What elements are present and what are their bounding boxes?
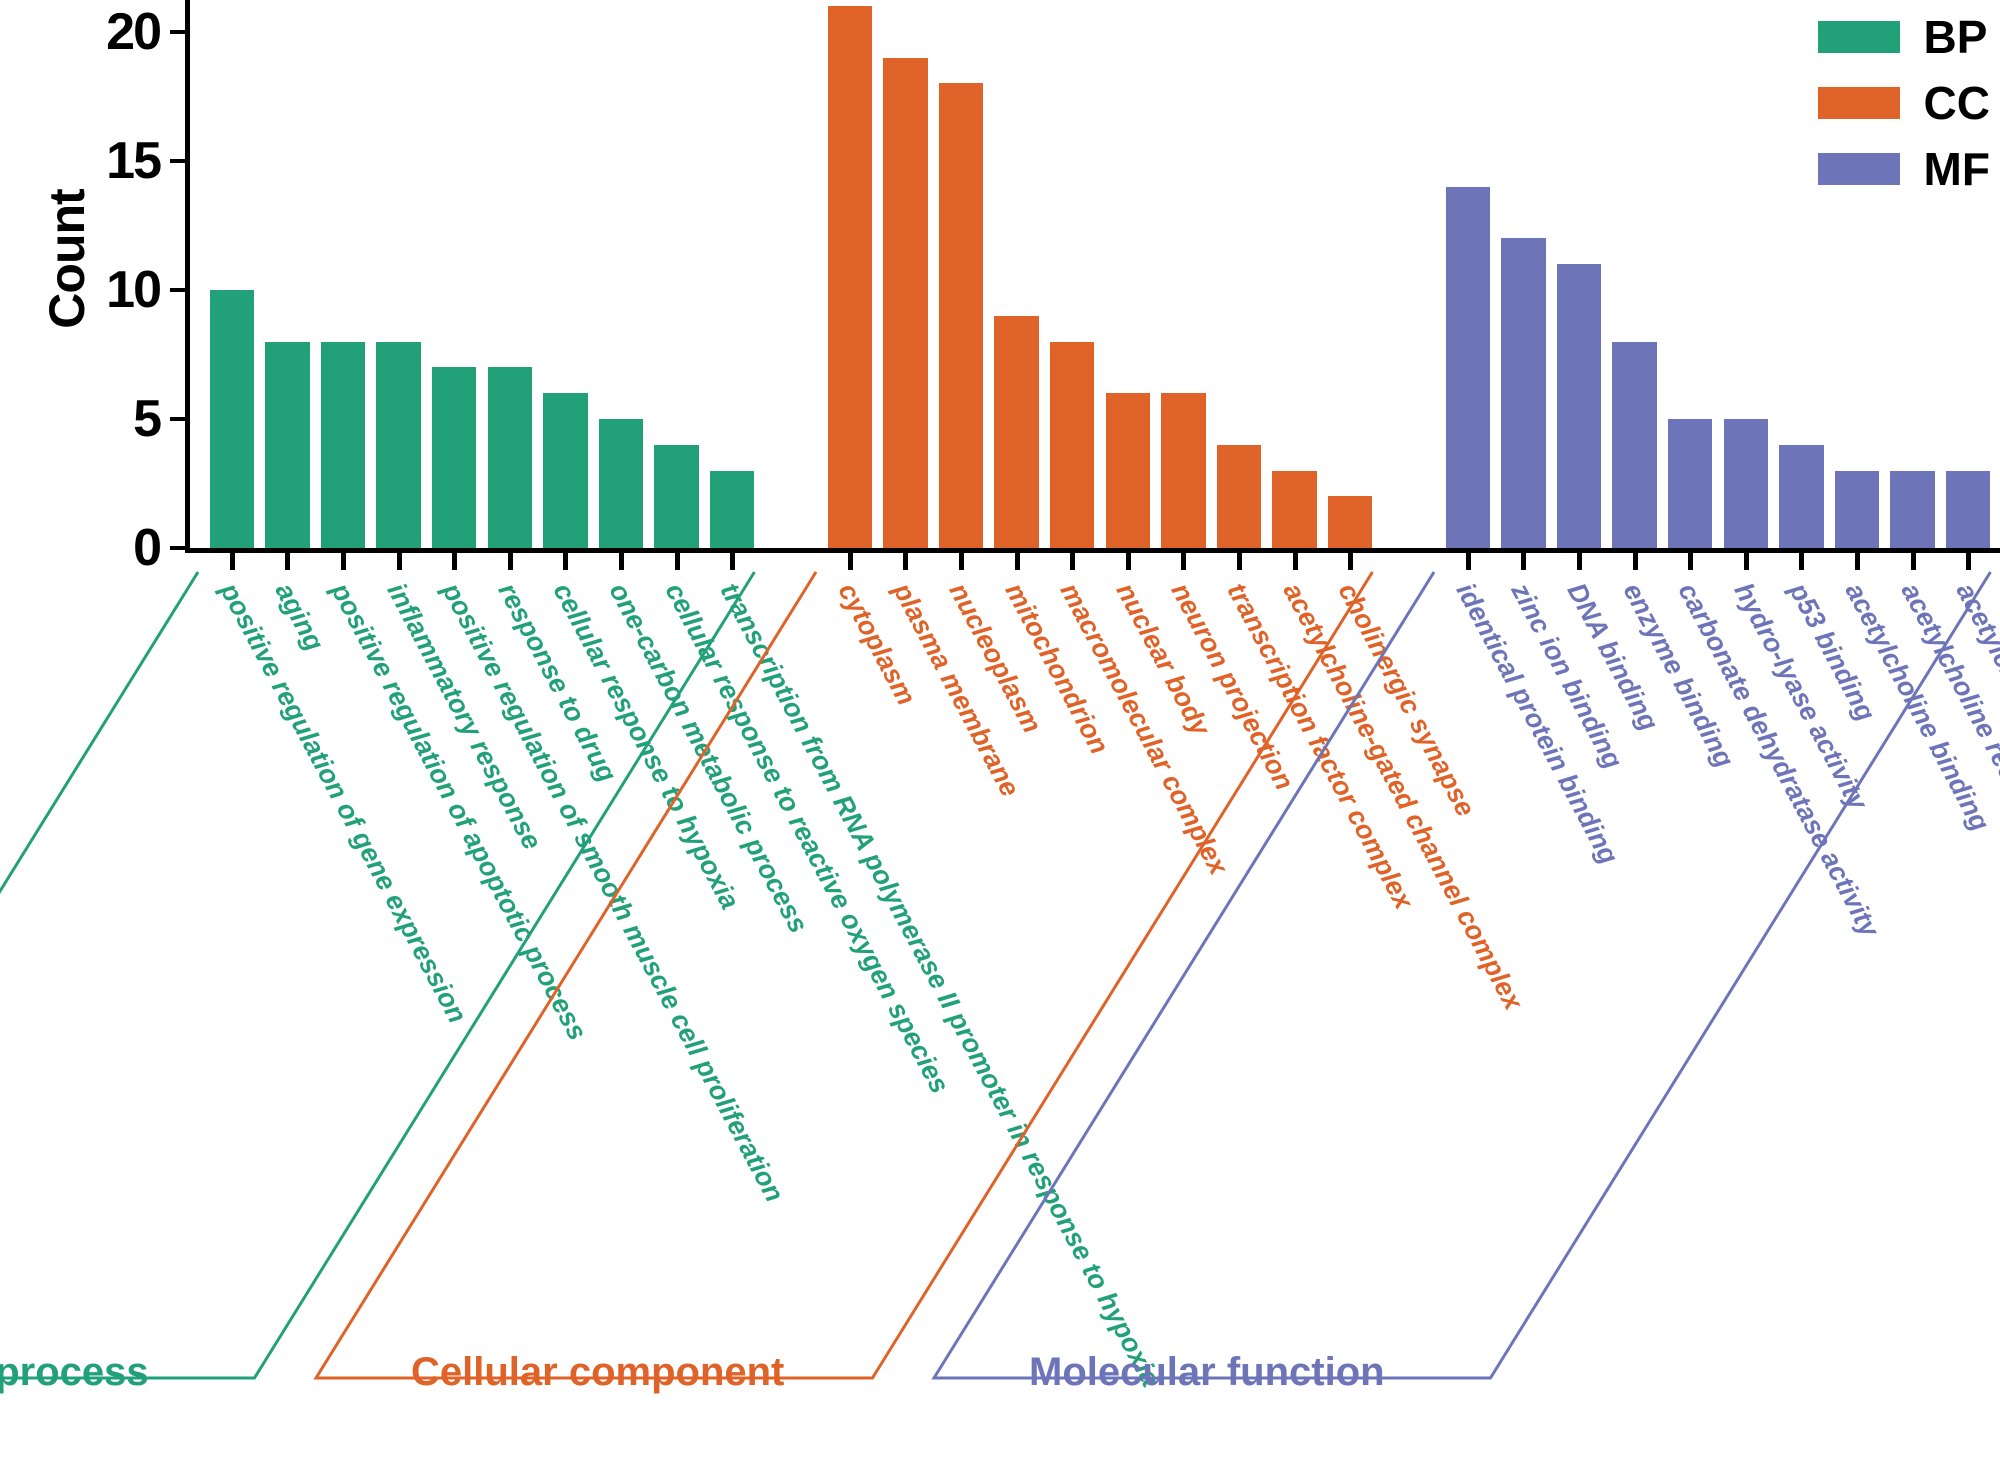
x-axis-tick (730, 553, 736, 570)
y-axis-tick (170, 416, 185, 421)
bar-cc-6 (1161, 393, 1206, 548)
x-axis-tick (1237, 553, 1242, 570)
bar-cc-0 (827, 6, 873, 548)
x-axis-tick (1577, 553, 1582, 570)
legend-label: MF (1923, 143, 1990, 195)
bar-mf-0 (1445, 186, 1491, 548)
bar-mf-2 (1556, 264, 1602, 548)
bar-cc-8 (1272, 470, 1317, 548)
y-axis-tick-label: 0 (133, 519, 162, 577)
x-axis-label: aging (269, 578, 331, 656)
x-axis-tick (1292, 553, 1298, 570)
x-axis-tick (1014, 553, 1020, 570)
y-axis-tick (170, 546, 185, 550)
legend-label: BP (1923, 11, 1988, 63)
legend-swatch-bp (1817, 21, 1900, 53)
y-axis-tick (170, 287, 185, 292)
x-axis-tick (229, 553, 235, 570)
x-axis-tick (903, 553, 909, 570)
bar-mf-8 (1890, 470, 1935, 548)
bar-cc-2 (938, 83, 984, 548)
group-label-mf: Molecular function (1029, 1350, 1385, 1394)
x-axis-tick (285, 553, 291, 570)
x-axis-label: transcription from RNA polymerase II pro… (714, 578, 1167, 1392)
x-axis-tick (674, 553, 680, 570)
x-axis-tick (619, 553, 624, 570)
bar-bp-5 (487, 367, 533, 548)
bar-bp-1 (265, 341, 310, 548)
x-axis-tick (563, 553, 569, 570)
x-axis-tick (1799, 553, 1805, 570)
x-axis-tick (1521, 553, 1527, 570)
x-axis-tick (1070, 553, 1076, 570)
bar-bp-9 (709, 470, 755, 548)
bar-bp-7 (598, 418, 644, 548)
x-axis-tick (1632, 553, 1638, 570)
bar-mf-3 (1612, 341, 1657, 548)
bar-cc-7 (1216, 444, 1262, 548)
y-axis-tick-label: 15 (106, 131, 162, 190)
x-axis-tick (959, 553, 964, 570)
bar-mf-9 (1945, 470, 1991, 548)
legend-swatch-cc (1817, 87, 1900, 119)
bar-bp-2 (320, 341, 366, 548)
bar-cc-4 (1049, 341, 1095, 548)
y-axis-tick (170, 29, 185, 34)
y-axis-tick (170, 158, 185, 163)
bar-bp-6 (543, 393, 588, 548)
x-axis-tick (1348, 553, 1354, 570)
x-axis-line (185, 548, 2000, 553)
x-axis-tick (1855, 553, 1860, 570)
bar-bp-4 (431, 367, 477, 548)
group-label-cc: Cellular component (411, 1350, 785, 1394)
x-axis-tick (1688, 553, 1694, 570)
x-axis-tick (1910, 553, 1916, 570)
bar-cc-9 (1327, 496, 1373, 548)
x-axis-tick (847, 553, 853, 570)
bar-mf-6 (1779, 444, 1824, 548)
group-label-bp: Biological process (0, 1350, 149, 1394)
x-axis-tick (1465, 553, 1471, 570)
bar-cc-3 (994, 315, 1039, 548)
legend: BP CC MF (1817, 11, 1990, 212)
bar-mf-5 (1723, 418, 1769, 548)
x-axis-tick (1181, 553, 1187, 570)
bar-bp-8 (654, 444, 699, 548)
y-axis-line (185, 0, 190, 551)
y-axis-tick-label: 10 (106, 260, 162, 319)
bar-bp-0 (209, 289, 255, 548)
x-axis-tick (507, 553, 513, 570)
x-axis-tick (1743, 553, 1749, 570)
legend-label: CC (1923, 77, 1990, 129)
y-axis-tick-label: 20 (106, 2, 162, 61)
x-axis-tick (341, 553, 346, 570)
bar-cc-5 (1105, 393, 1151, 548)
legend-item-bp[interactable]: BP (1817, 11, 1990, 63)
bar-mf-4 (1667, 418, 1713, 548)
y-axis-tick-label: 5 (133, 389, 162, 448)
x-axis-tick (1966, 553, 1972, 570)
x-axis-tick (1125, 553, 1131, 570)
bar-bp-3 (376, 341, 421, 548)
legend-item-cc[interactable]: CC (1817, 77, 1990, 129)
x-axis-tick (396, 553, 402, 570)
bar-mf-1 (1501, 238, 1546, 548)
bar-mf-7 (1834, 470, 1880, 548)
plot-area (190, 0, 2000, 548)
legend-swatch-mf (1817, 153, 1900, 185)
x-axis-tick (452, 553, 458, 570)
bar-cc-1 (883, 57, 928, 548)
legend-item-mf[interactable]: MF (1817, 143, 1990, 195)
